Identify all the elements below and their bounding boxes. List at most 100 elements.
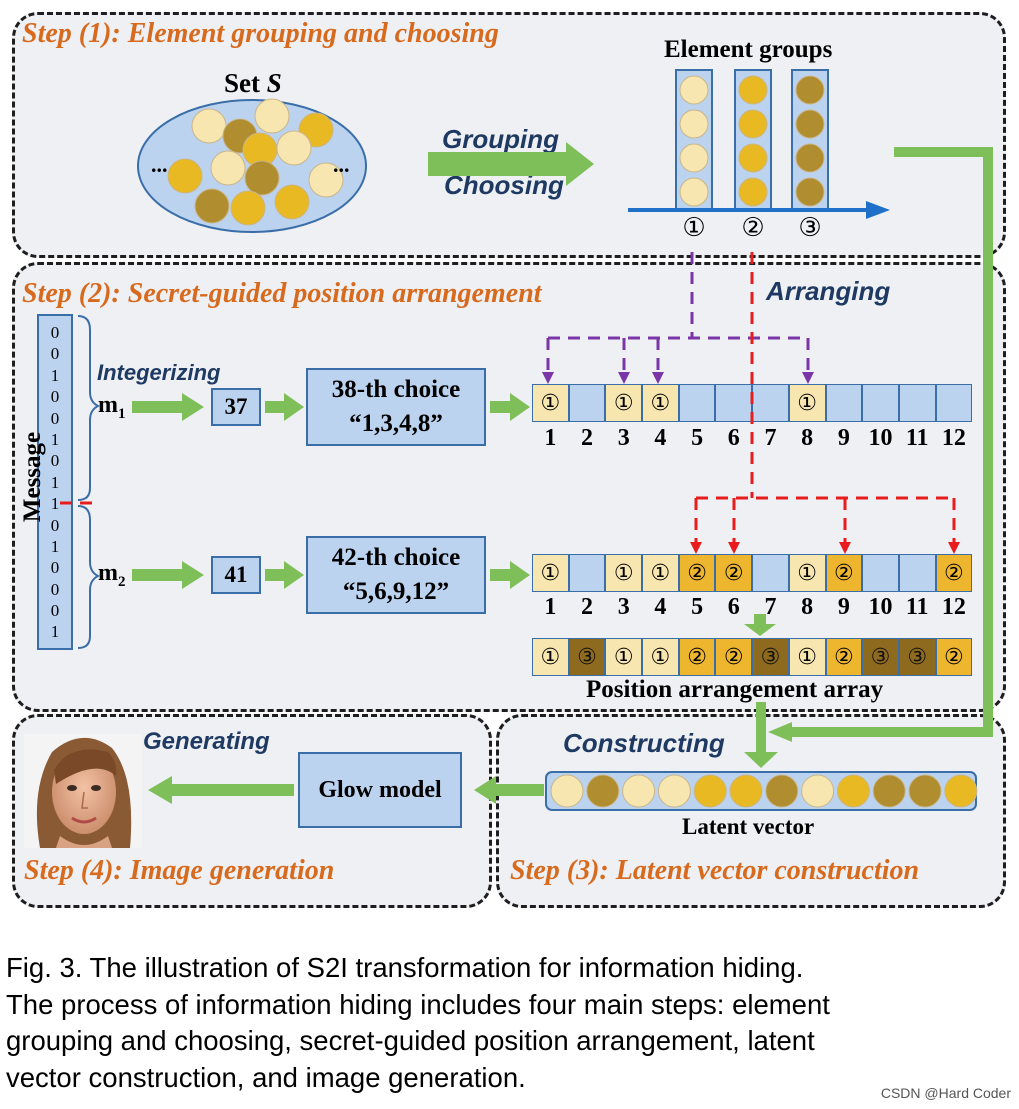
position-number: 10 <box>868 594 893 620</box>
position-cell: ① <box>605 384 643 422</box>
position-number: 8 <box>801 425 814 451</box>
position-number: 9 <box>837 594 850 620</box>
group-2-element <box>738 143 768 173</box>
element-groups-label: Element groups <box>664 36 833 63</box>
group-1-element <box>679 143 709 173</box>
grouping-arrow <box>428 142 594 186</box>
message-bit: 1 <box>50 622 60 642</box>
purple-arranging-arrows <box>546 252 810 374</box>
position-number: 1 <box>544 594 557 620</box>
latent-element-group1 <box>622 774 656 808</box>
latent-element-group1 <box>657 774 691 808</box>
step2-panel <box>12 262 1006 712</box>
green-flow-arrows <box>132 393 778 804</box>
group-3-element <box>795 177 825 207</box>
group-3-element <box>795 75 825 105</box>
position-cell <box>715 384 753 422</box>
position-number: 3 <box>617 594 630 620</box>
m1-choice-box: 38-th choice“1,3,4,8” <box>306 368 486 446</box>
position-cell: ① <box>788 638 826 676</box>
position-number: 2 <box>581 425 594 451</box>
position-number: 12 <box>941 594 966 620</box>
message-bit: 0 <box>50 601 60 621</box>
latent-element-group1 <box>550 774 584 808</box>
set-element-group3 <box>194 188 230 224</box>
message-bit: 1 <box>50 536 60 556</box>
position-number: 5 <box>691 594 704 620</box>
latent-element-group2 <box>836 774 870 808</box>
position-cell: ② <box>678 638 716 676</box>
step4-title: Step (4): Image generation <box>24 855 335 886</box>
step1-title: Step (1): Element grouping and choosing <box>22 18 499 49</box>
message-bit: 0 <box>50 515 60 535</box>
group-1-element <box>679 75 709 105</box>
position-cell: ① <box>532 638 569 676</box>
message-bit: 0 <box>50 558 60 578</box>
position-cell: ② <box>825 554 863 592</box>
message-bit: 0 <box>50 323 60 342</box>
position-number: 6 <box>727 594 740 620</box>
position-cell: ② <box>825 638 863 676</box>
position-cell <box>678 384 716 422</box>
m2-choice-box: 42-th choice“5,6,9,12” <box>306 536 486 614</box>
message-bit: 0 <box>50 387 60 407</box>
caption-line-4: vector construction, and image generatio… <box>6 1061 526 1093</box>
group-3-element <box>795 143 825 173</box>
latent-element-group1 <box>801 774 835 808</box>
position-cell: ① <box>532 384 569 422</box>
set-element-group1 <box>191 108 227 144</box>
position-cell <box>825 384 863 422</box>
latent-element-group3 <box>872 774 906 808</box>
set-element-group3 <box>244 160 280 196</box>
position-number: 3 <box>617 425 630 451</box>
message-bit: 0 <box>50 408 60 428</box>
latent-vector-label: Latent vector <box>682 814 815 839</box>
step1-to-step3-arrow-head <box>768 722 792 742</box>
position-number: 7 <box>764 425 777 451</box>
step1-to-step3-connector <box>790 147 993 737</box>
latent-element-group2 <box>944 774 978 808</box>
message-bit: 0 <box>50 451 60 471</box>
position-cell: ① <box>642 384 679 422</box>
position-cell <box>752 554 789 592</box>
position-cell <box>862 554 899 592</box>
position-cell: ③ <box>862 638 899 676</box>
caption-line-1: Fig. 3. The illustration of S2I transfor… <box>6 952 804 983</box>
figure-caption: Fig. 3. The illustration of S2I transfor… <box>6 950 1012 1096</box>
set-s-elements <box>167 98 344 226</box>
m2-integer-box: 41 <box>211 556 261 594</box>
group-2-element <box>738 109 768 139</box>
position-cell: ① <box>788 384 826 422</box>
position-cell: ① <box>642 638 679 676</box>
position-array-label: Position arrangement array <box>586 676 884 703</box>
message-bit: 1 <box>50 365 60 385</box>
m1-brace <box>77 315 101 501</box>
group-3-element <box>795 109 825 139</box>
set-ellipsis-left: ... <box>151 152 168 177</box>
m1-label: m1 <box>98 392 126 422</box>
set-element-group1 <box>254 98 290 134</box>
constructing-label: Constructing <box>563 728 725 758</box>
position-cell <box>935 384 973 422</box>
position-cell: ③ <box>898 638 936 676</box>
generated-face-image <box>24 734 142 848</box>
position-number: 11 <box>905 425 929 451</box>
m2-brace <box>77 505 101 649</box>
position-cell <box>862 384 899 422</box>
position-cell: ② <box>715 638 753 676</box>
position-cell: ② <box>678 554 716 592</box>
group-id-2: ② <box>741 213 764 243</box>
purple-arrow-heads <box>542 372 814 384</box>
position-cell <box>752 384 789 422</box>
position-number: 6 <box>727 425 740 451</box>
position-cell: ① <box>532 554 569 592</box>
red-arranging-arrows <box>60 252 956 544</box>
position-cell: ③ <box>752 638 789 676</box>
set-s-label: Set S <box>224 68 282 98</box>
message-bit: 1 <box>50 429 60 449</box>
latent-element-group3 <box>586 774 620 808</box>
